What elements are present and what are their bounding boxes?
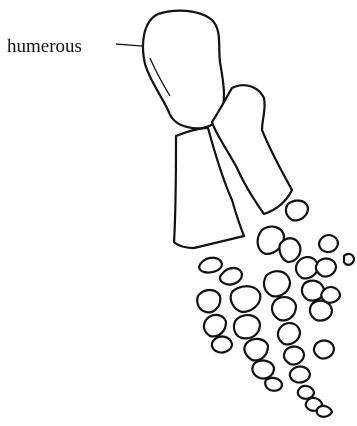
phalanx-bone [197,290,220,312]
phalanx-bone [234,315,260,338]
carpal-bone [286,201,308,221]
phalanx-bone [272,297,296,320]
phalanx-bone [199,258,222,273]
phalanx-bone [252,361,274,379]
phalanx-bone [284,347,304,365]
humerus-label: humerous [7,36,82,57]
phalanx-bone [264,271,290,296]
phalanx-bone [212,337,232,353]
phalanx-bone [278,323,300,344]
phalanx-bone [220,268,242,285]
carpal-bone [319,235,338,252]
phalanx-bone [298,386,314,399]
phalanx-bone [231,286,261,312]
carpal-bone [344,254,354,265]
phalanx-bone [265,378,282,391]
phalanx-bone [314,341,334,359]
carpal-bone [279,238,300,262]
phalanx-bone [317,406,332,417]
phalanx-bone [316,259,336,277]
phalanx-bone [321,287,340,303]
phalanx-bone [204,315,226,336]
phalanx-bone [244,339,268,360]
phalanx-bone [296,257,318,278]
phalanx-bone [290,367,310,383]
